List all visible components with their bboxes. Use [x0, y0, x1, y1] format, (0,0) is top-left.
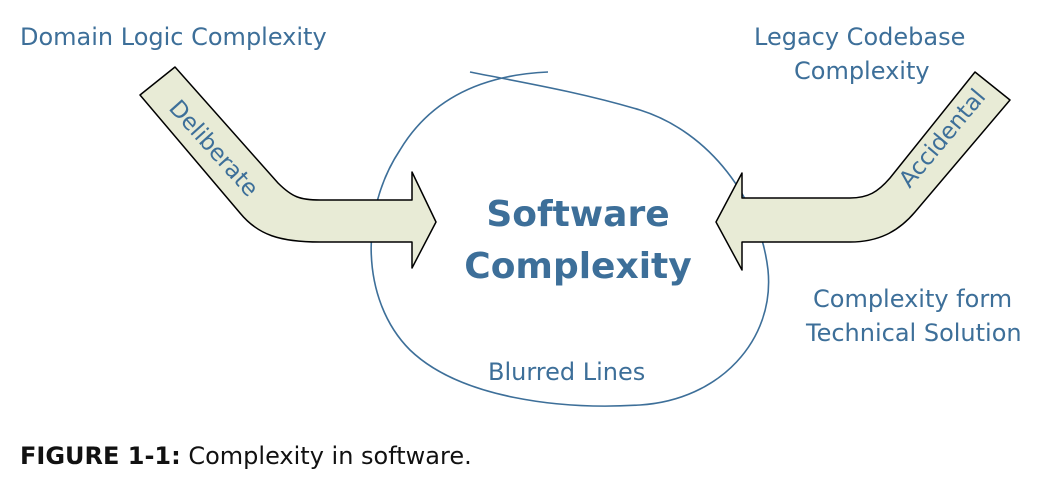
legacy-codebase-label-line2: Complexity [794, 57, 930, 85]
center-title-line1: Software [486, 194, 669, 235]
technical-solution-label-line1: Complexity form [813, 285, 1012, 313]
complexity-diagram: Deliberate Accidental Software Complexit… [20, 23, 1022, 407]
technical-solution-label-line2: Technical Solution [805, 319, 1022, 347]
blurred-lines-label: Blurred Lines [488, 358, 645, 386]
legacy-codebase-label-line1: Legacy Codebase [754, 23, 965, 51]
figure-caption: FIGURE 1-1: Complexity in software. [20, 442, 472, 470]
figure-number: FIGURE 1-1: [20, 442, 181, 470]
figure-caption-text: Complexity in software. [188, 442, 472, 470]
blurred-lines-circle [370, 71, 770, 407]
deliberate-arrow [139, 66, 437, 269]
center-title-line2: Complexity [464, 246, 691, 287]
accidental-arrow [715, 71, 1011, 271]
domain-logic-label: Domain Logic Complexity [20, 23, 327, 51]
